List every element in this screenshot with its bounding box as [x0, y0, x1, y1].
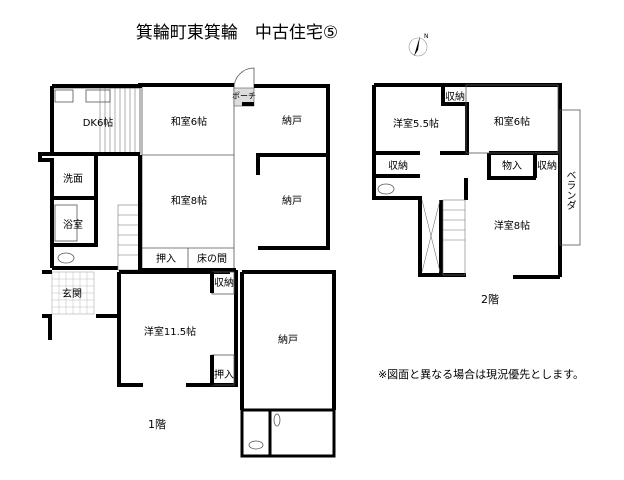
toilet-icon	[57, 252, 75, 264]
room-label-washitsu6: 和室6帖	[494, 115, 530, 128]
kitchen-flooring	[99, 88, 136, 154]
room-label-monoire: 物入	[502, 159, 522, 172]
genkan-grid	[52, 272, 94, 314]
room-label-shuno: 収納	[214, 276, 234, 289]
void-area	[421, 199, 441, 273]
room-label-yoshitsu55: 洋室5.5帖	[393, 117, 439, 130]
room-label-oshiire2: 押入	[214, 368, 234, 381]
room-label-washitsu6: 和室6帖	[171, 115, 207, 128]
floor-1: DK6帖 和室6帖 納戸 ポーチ 洗面 和室8帖 納戸 浴室 押入 床の間 玄関…	[38, 67, 336, 458]
room-label-senmen: 洗面	[63, 173, 83, 185]
room-label-shuno-left: 収納	[388, 159, 408, 172]
compass-icon: N	[408, 33, 429, 57]
room-label-nando-top: 納戸	[282, 114, 302, 127]
stove-icon	[54, 89, 74, 103]
room-label-yoshitsu8: 洋室8帖	[494, 219, 530, 232]
room-label-tokonoma: 床の間	[197, 252, 227, 265]
room-label-yoshitsu: 洋室11.5帖	[144, 325, 196, 338]
room-label-washitsu8: 和室8帖	[171, 194, 207, 207]
compass-label: N	[424, 33, 429, 40]
bathtub-icon	[54, 204, 78, 242]
room-label-genkan: 玄関	[62, 287, 82, 300]
room-label-nando-bottom: 納戸	[278, 333, 298, 346]
room-label-oshiire1: 押入	[156, 252, 176, 265]
room-label-shuno-right: 収納	[537, 159, 557, 172]
room-label-dk: DK6帖	[83, 116, 114, 129]
stairs	[442, 199, 466, 276]
page-title: 箕輪町東箕輪 中古住宅⑤	[136, 23, 338, 43]
floor2-label: 2階	[481, 292, 499, 306]
floor-2: 洋室5.5帖 収納 和室6帖 収納 物入 収納 洋室8帖 ベランダ 2階	[372, 83, 581, 306]
sink-icon	[85, 89, 111, 103]
toilet-icon	[248, 440, 264, 450]
veranda	[559, 109, 581, 246]
room-label-bath: 浴室	[63, 218, 83, 231]
toilet-icon	[377, 183, 395, 195]
stairs	[117, 204, 141, 271]
room-label-nando-mid: 納戸	[282, 194, 302, 207]
floor1-label: 1階	[148, 417, 166, 431]
urinal-icon	[273, 413, 281, 427]
room-label-shuno-top: 収納	[445, 90, 465, 103]
disclaimer-note: ※図面と異なる場合は現況優先とします。	[378, 367, 584, 381]
room-label-veranda: ベランダ	[564, 170, 576, 210]
room-washitsu	[141, 84, 235, 271]
room-label-porch: ポーチ	[232, 92, 256, 101]
door-icon	[233, 67, 255, 89]
